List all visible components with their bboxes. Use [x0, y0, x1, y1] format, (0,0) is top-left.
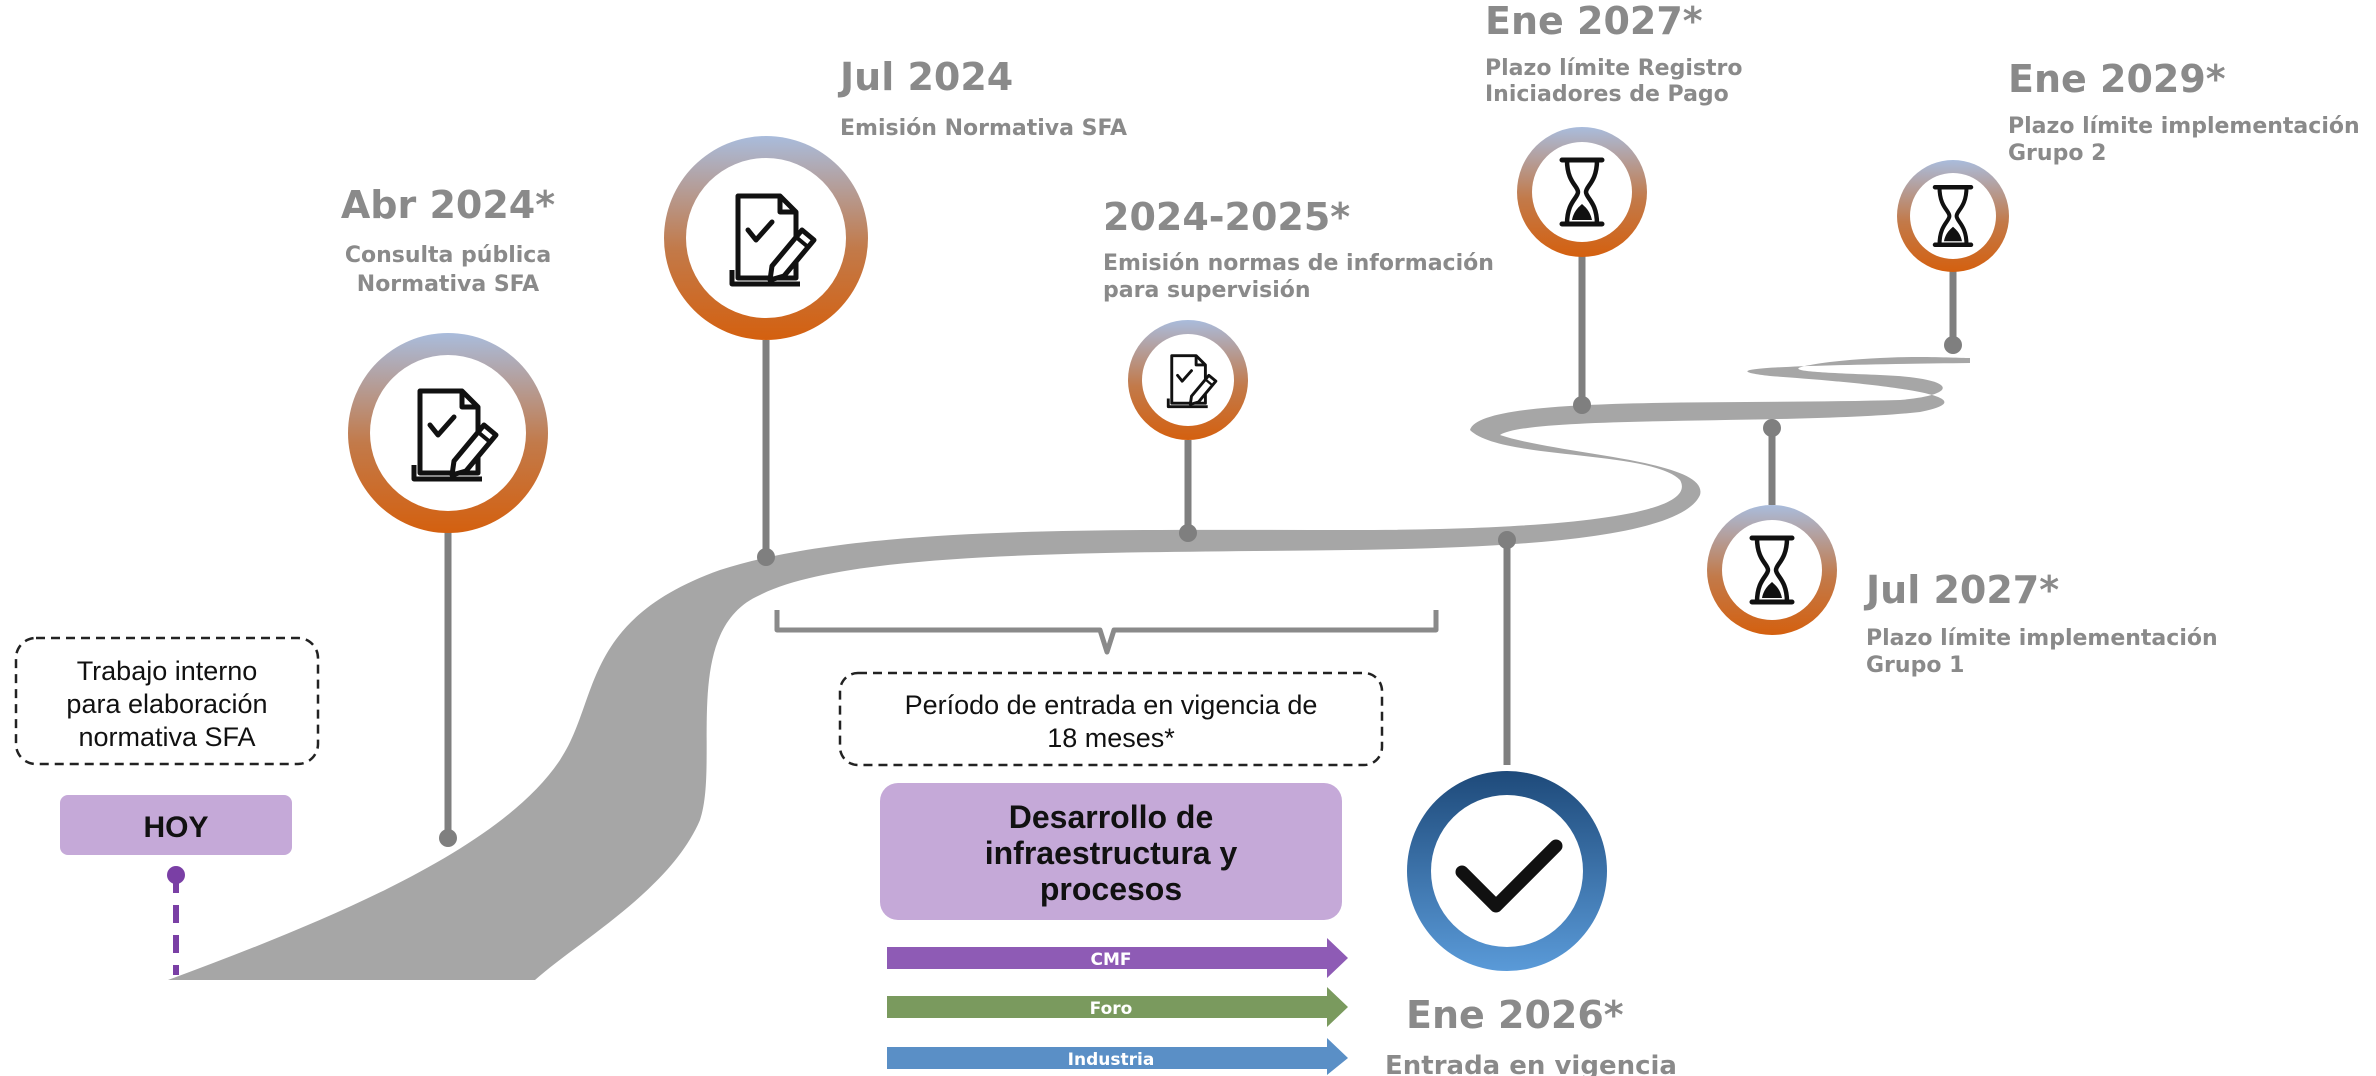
period-box: [838, 671, 1384, 767]
milestone-date: Ene 2029*: [2008, 57, 2226, 101]
today-marker: HOY Trabajo interno para elaboración nor…: [14, 636, 320, 975]
track-label: Foro: [1090, 999, 1133, 1019]
internal-work-line-2: para elaboración: [66, 689, 267, 719]
development-line-1: Desarrollo de: [1009, 799, 1214, 835]
milestone-desc-line-1: Plazo límite implementación: [1866, 626, 2218, 651]
milestone-ene-2026: Ene 2026* Entrada en vigencia: [1385, 771, 1677, 1076]
internal-work-line-1: Trabajo interno: [77, 656, 258, 686]
track-label: CMF: [1090, 950, 1131, 970]
period-line-1: Período de entrada en vigencia de: [905, 690, 1318, 720]
period-line-2: 18 meses*: [1047, 723, 1175, 753]
milestone-date: Jul 2027*: [1863, 568, 2059, 612]
stems: [439, 250, 1962, 847]
milestone-date: Jul 2024: [837, 55, 1013, 99]
development-block: Desarrollo de infraestructura y procesos…: [880, 783, 1348, 1075]
track-arrow-cmf: CMF: [887, 938, 1348, 978]
track-arrow-industria: Industria: [887, 1038, 1348, 1075]
milestone-2024-2025: 2024-2025* Emisión normas de información…: [1103, 195, 1494, 440]
checkmark-icon: [1455, 839, 1563, 913]
development-box: [880, 783, 1342, 920]
internal-work-box: [14, 636, 320, 766]
milestone-desc-line-2: Grupo 2: [2008, 141, 2106, 166]
transition-period: Período de entrada en vigencia de 18 mes…: [774, 610, 1439, 767]
milestone-date: Ene 2026*: [1406, 993, 1624, 1037]
milestone-desc-line-1: Plazo límite Registro: [1485, 56, 1742, 81]
milestone-desc-line-2: para supervisión: [1103, 278, 1311, 303]
milestone-desc-line-1: Emisión normas de información: [1103, 251, 1494, 276]
today-label: HOY: [143, 811, 208, 844]
milestone-jul-2027: Jul 2027* Plazo límite implementación Gr…: [1707, 505, 2218, 678]
road: [168, 357, 1970, 980]
milestone-desc-line-1: Entrada en vigencia: [1385, 1051, 1677, 1076]
milestone-date: Abr 2024*: [341, 183, 555, 227]
track-label: Industria: [1068, 1050, 1155, 1070]
milestone-jul-2024: Jul 2024 Emisión Normativa SFA: [664, 55, 1127, 340]
milestone-desc-line-2: Iniciadores de Pago: [1485, 82, 1729, 107]
milestone-abr-2024: Abr 2024* Consulta pública Normativa SFA: [341, 183, 555, 533]
development-line-2: infraestructura y: [985, 835, 1238, 871]
period-brace: [774, 610, 1439, 655]
today-badge: [60, 795, 292, 855]
milestone-date: 2024-2025*: [1103, 195, 1350, 239]
milestone-desc-line-2: Normativa SFA: [357, 272, 539, 297]
milestone-ene-2027: Ene 2027* Plazo límite Registro Iniciado…: [1485, 0, 1742, 257]
development-line-3: procesos: [1040, 871, 1182, 907]
milestone-desc-line-1: Consulta pública: [345, 243, 551, 268]
milestone-desc-line-1: Plazo límite implementación: [2008, 114, 2360, 139]
milestone-ene-2029: Ene 2029* Plazo límite implementación Gr…: [1897, 57, 2360, 272]
track-arrow-foro: Foro: [887, 987, 1348, 1027]
milestone-desc-line-2: Grupo 1: [1866, 653, 1964, 678]
internal-work-line-3: normativa SFA: [78, 722, 255, 752]
milestone-desc-line-1: Emisión Normativa SFA: [840, 116, 1127, 141]
milestone-date: Ene 2027*: [1485, 0, 1703, 43]
